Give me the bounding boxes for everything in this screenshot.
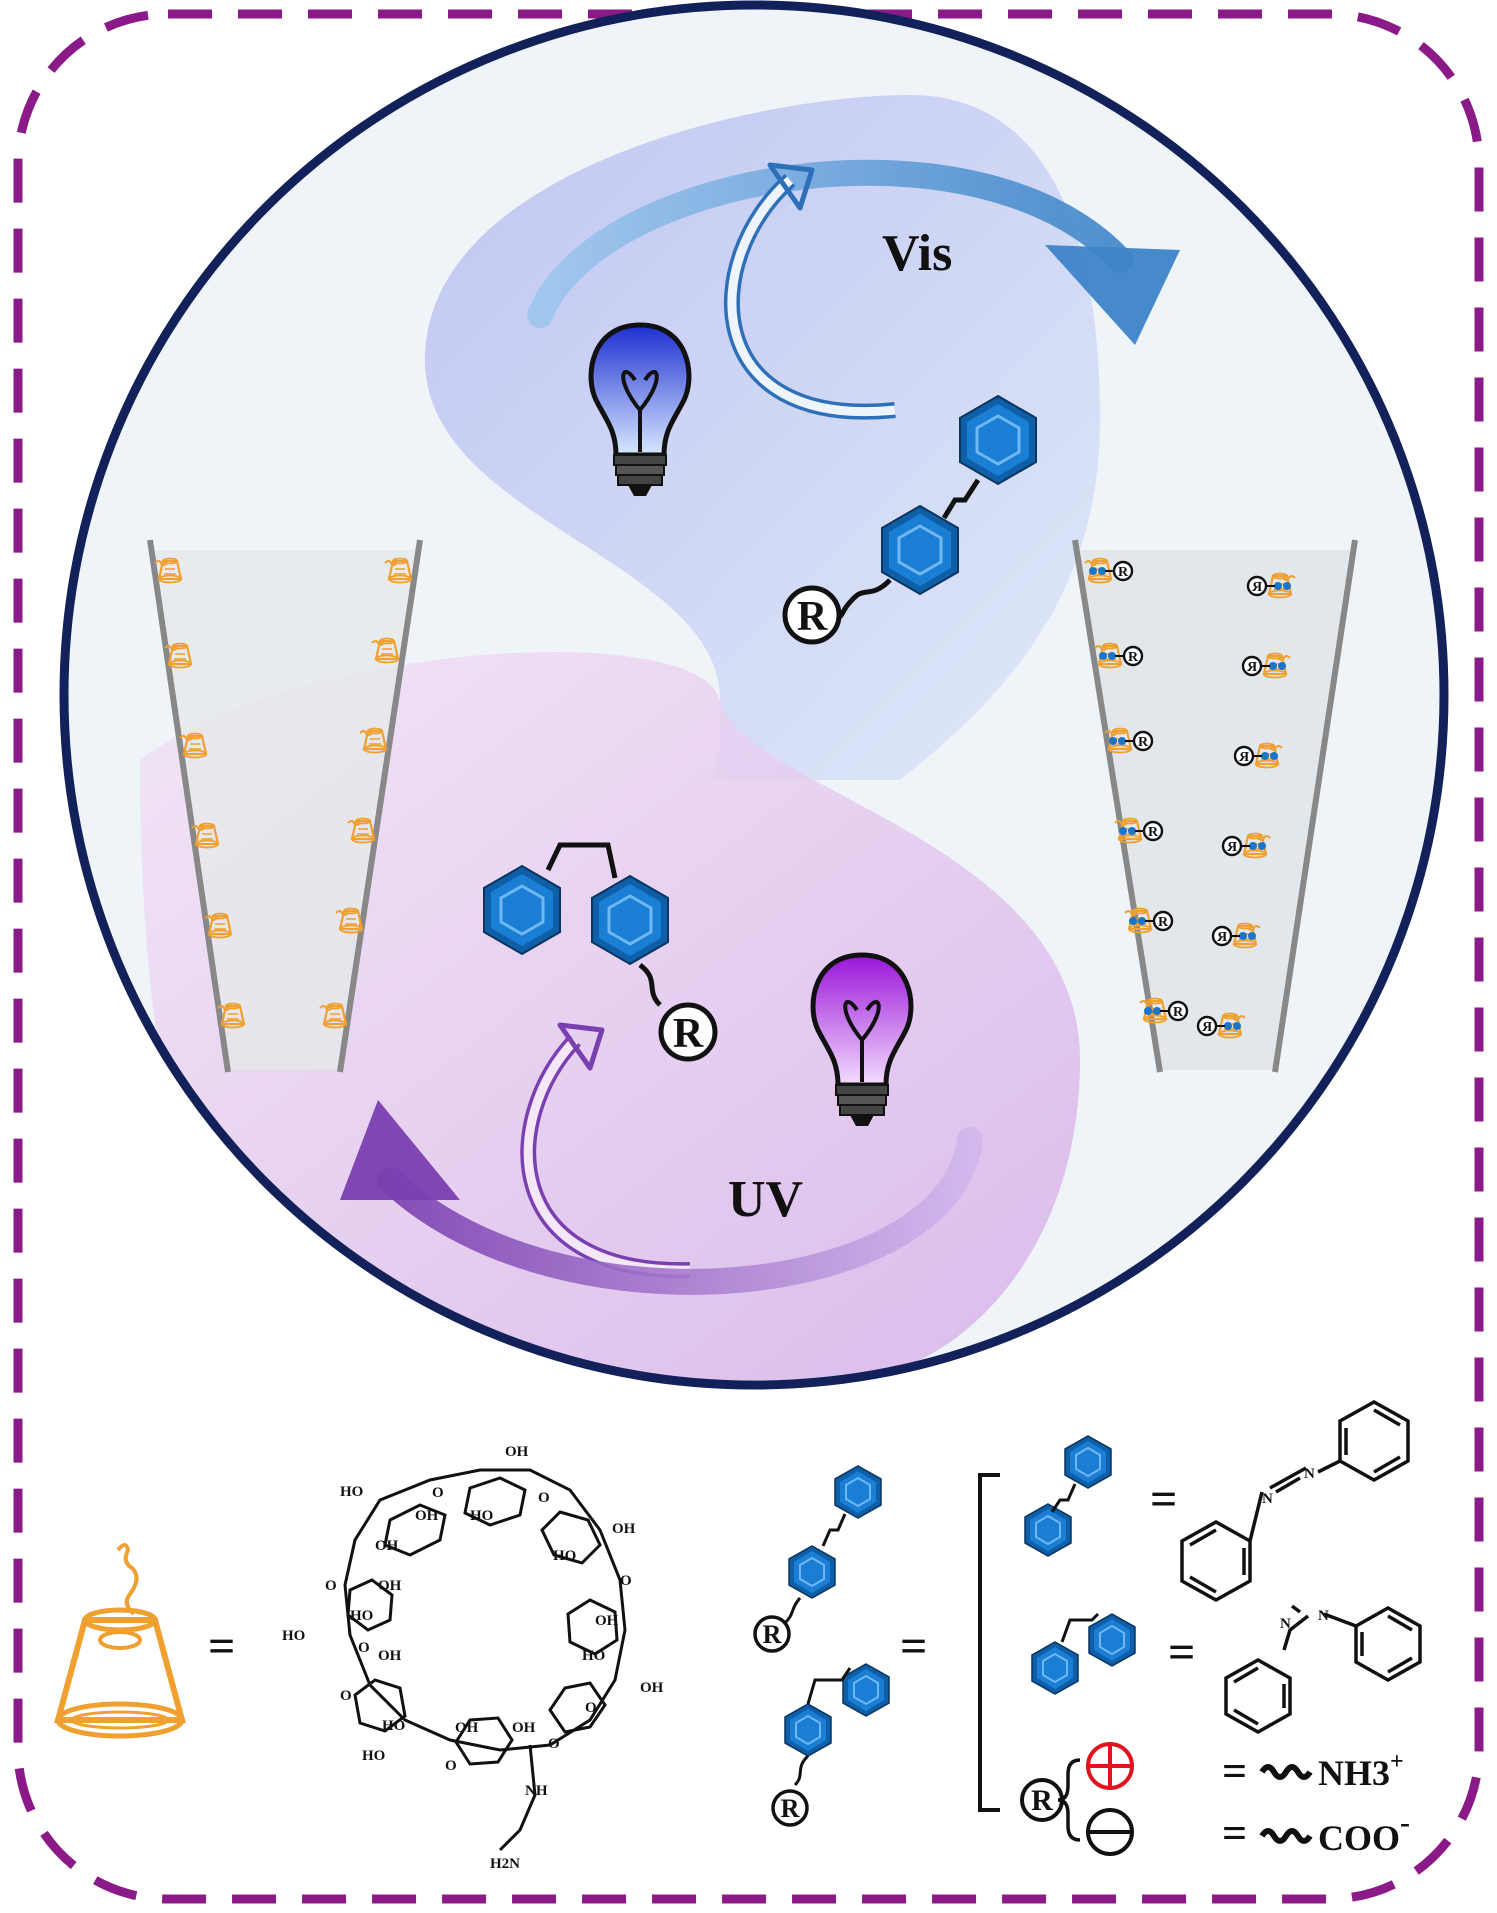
trans-equals: = bbox=[1150, 1473, 1177, 1526]
svg-text:OH: OH bbox=[612, 1521, 636, 1537]
svg-text:HO: HO bbox=[582, 1648, 605, 1664]
svg-text:HO: HO bbox=[350, 1608, 373, 1624]
cyclodextrin-icon bbox=[54, 1543, 186, 1739]
trans-azo-hexagons bbox=[1024, 1435, 1112, 1557]
vis-label: Vis bbox=[882, 225, 952, 282]
svg-text:R: R bbox=[763, 1620, 782, 1649]
svg-text:R: R bbox=[781, 1794, 800, 1823]
cyclodextrin-structure bbox=[343, 1468, 627, 1852]
svg-text:HO: HO bbox=[470, 1508, 493, 1524]
cation-equals: = bbox=[1222, 1747, 1247, 1796]
svg-text:O: O bbox=[585, 1700, 597, 1716]
main-circle-outline bbox=[59, 0, 1449, 1390]
svg-text:O: O bbox=[432, 1485, 444, 1501]
trans-n2: N bbox=[1262, 1491, 1273, 1507]
svg-text:O: O bbox=[325, 1578, 337, 1594]
svg-text:HO: HO bbox=[553, 1548, 576, 1564]
cis-equals: = bbox=[1168, 1626, 1195, 1679]
svg-text:O: O bbox=[358, 1640, 370, 1656]
svg-text:O: O bbox=[538, 1490, 550, 1506]
uv-small-arrow bbox=[520, 1022, 691, 1279]
svg-text:HO: HO bbox=[282, 1628, 305, 1644]
cd-equals: = bbox=[208, 1620, 235, 1673]
anion-formula: COO- bbox=[1318, 1806, 1410, 1858]
cis-azobenzene-structure bbox=[1224, 1604, 1422, 1735]
trans-azobenzene-r: R bbox=[782, 394, 1038, 645]
cis-azobenzene-r: R bbox=[482, 842, 718, 1062]
svg-text:OH: OH bbox=[640, 1680, 664, 1696]
svg-text:HO: HO bbox=[382, 1718, 405, 1734]
left-column bbox=[147, 539, 423, 1073]
svg-text:O: O bbox=[445, 1758, 457, 1774]
cis-azo-r-legend: R bbox=[771, 1663, 890, 1827]
anion-chain-icon bbox=[1259, 1828, 1313, 1844]
cis-n2: N bbox=[1280, 1616, 1291, 1632]
anion-equals: = bbox=[1222, 1809, 1247, 1858]
svg-text:O: O bbox=[620, 1573, 632, 1589]
trans-n1: N bbox=[1304, 1466, 1315, 1482]
svg-text:R: R bbox=[797, 594, 828, 640]
purple-bulb-icon bbox=[810, 952, 914, 1126]
svg-text:OH: OH bbox=[505, 1444, 529, 1460]
cis-azo-hexagons bbox=[1031, 1612, 1136, 1695]
svg-text:HO: HO bbox=[340, 1484, 363, 1500]
svg-text:O: O bbox=[548, 1736, 560, 1752]
svg-text:NH: NH bbox=[525, 1783, 548, 1799]
svg-text:O: O bbox=[340, 1688, 352, 1704]
svg-text:OH: OH bbox=[375, 1538, 399, 1554]
cation-formula: NH3+ bbox=[1318, 1749, 1404, 1793]
svg-text:OH: OH bbox=[455, 1720, 479, 1736]
trans-azobenzene-structure bbox=[1180, 1399, 1410, 1603]
svg-text:OH: OH bbox=[378, 1648, 402, 1664]
plus-symbol-icon bbox=[1086, 1742, 1134, 1790]
r-definition: R bbox=[1020, 1758, 1081, 1842]
right-column bbox=[1072, 539, 1358, 1073]
azo-r-equals: = bbox=[900, 1620, 927, 1673]
trans-azo-r-legend: R bbox=[753, 1465, 882, 1653]
legend-bracket bbox=[978, 1473, 1000, 1812]
svg-text:OH: OH bbox=[415, 1508, 439, 1524]
uv-arrow bbox=[340, 1100, 983, 1295]
cis-n1: N bbox=[1318, 1608, 1329, 1624]
svg-text:OH: OH bbox=[595, 1613, 619, 1629]
blue-bulb-icon bbox=[588, 322, 692, 496]
cation-chain-icon bbox=[1259, 1764, 1313, 1780]
svg-text:OH: OH bbox=[512, 1720, 536, 1736]
svg-text:OH: OH bbox=[378, 1578, 402, 1594]
svg-text:HO: HO bbox=[362, 1748, 385, 1764]
cyclodextrin-atom-labels: OH HO O OH HO O OH OH HO O OH O HO OH HO… bbox=[282, 1444, 664, 1872]
svg-text:R: R bbox=[673, 1011, 704, 1057]
vis-arrow bbox=[527, 159, 1180, 345]
uv-label: UV bbox=[728, 1171, 803, 1228]
minus-symbol-icon bbox=[1086, 1808, 1134, 1856]
vis-small-arrow bbox=[723, 162, 896, 420]
svg-text:H2N: H2N bbox=[490, 1856, 520, 1872]
svg-text:R: R bbox=[1031, 1784, 1053, 1817]
